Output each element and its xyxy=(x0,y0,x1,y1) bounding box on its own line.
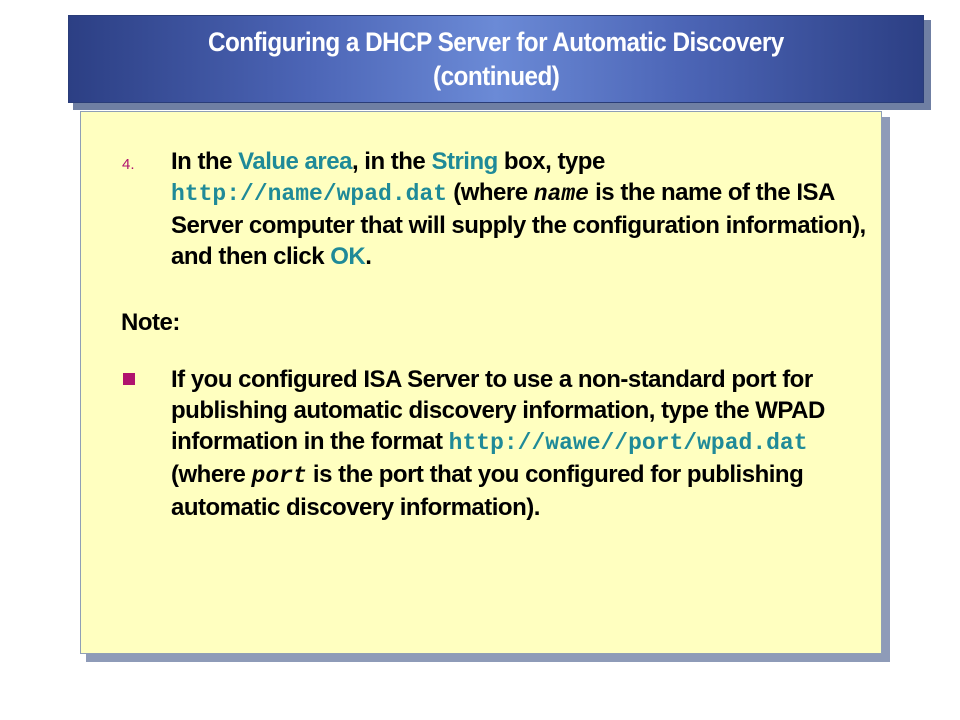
slide-title-line-1: Configuring a DHCP Server for Automatic … xyxy=(208,27,784,57)
step-text-part: box, type xyxy=(497,148,605,175)
note-label: Note: xyxy=(121,309,180,336)
step-text-part: (where xyxy=(447,179,534,206)
step-text-part: is the name of the ISA Server computer t… xyxy=(171,179,866,270)
content-panel: 4. In the Value area, in the String box,… xyxy=(80,111,882,654)
wpad-port-url: http://wawe//port/wpad.dat xyxy=(448,430,808,456)
slide-title-line-2: (continued) xyxy=(432,61,560,91)
ok-highlight: OK xyxy=(330,243,366,270)
step-text-part: , in the xyxy=(351,148,432,175)
value-area-highlight: Value area xyxy=(238,148,352,175)
name-variable: name xyxy=(533,181,589,207)
step-number: 4. xyxy=(122,156,135,173)
square-bullet-icon xyxy=(123,373,135,385)
step-text-part: . xyxy=(365,243,372,270)
note-text-part: is the port that you configured for publ… xyxy=(171,461,804,521)
note-text-part: If you configured ISA Server to use a no… xyxy=(171,366,825,455)
step-text-part: In the xyxy=(171,148,239,175)
note-bullet-text: If you configured ISA Server to use a no… xyxy=(171,364,871,523)
note-text-part: (where xyxy=(171,461,252,488)
title-banner: Configuring a DHCP Server for Automatic … xyxy=(68,15,924,103)
string-highlight: String xyxy=(431,148,498,175)
port-variable: port xyxy=(251,463,307,489)
step-text: In the Value area, in the String box, ty… xyxy=(171,146,871,272)
wpad-url: http://name/wpad.dat xyxy=(171,181,448,207)
